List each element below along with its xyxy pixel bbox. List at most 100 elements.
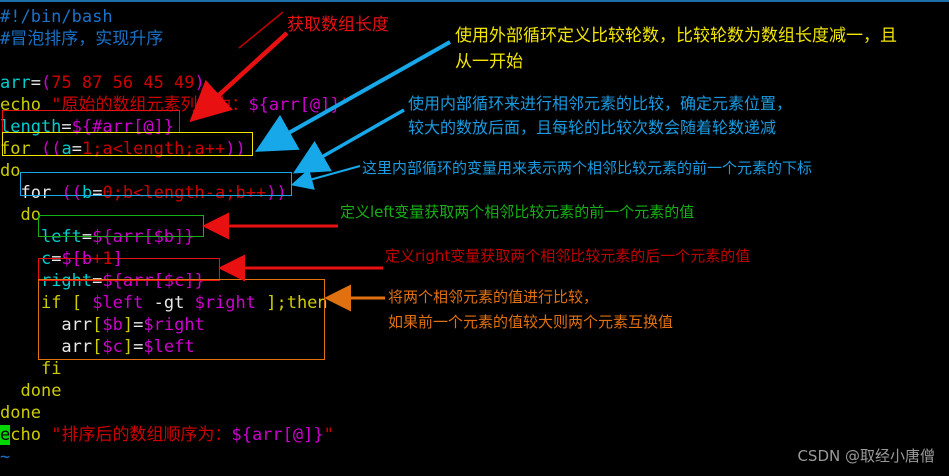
code-token: 0;b<length-a;b++: [102, 183, 267, 203]
code-token: ]: [112, 249, 123, 269]
code-token: $left: [92, 293, 144, 313]
code-token: $right: [143, 315, 205, 335]
code-token: ((: [61, 183, 82, 203]
code-indent: [0, 381, 20, 401]
code-line: arr[$b]=$right: [0, 314, 351, 336]
code-token: =: [92, 183, 103, 203]
annotation-right-var: 定义right变量获取两个相邻比较元素的后一个元素的值: [385, 247, 751, 265]
code-line: if [ $left -gt $right ];then: [0, 292, 351, 314]
code-editor-content[interactable]: #!/bin/bash#冒泡排序，实现升序 arr=(75 87 56 45 4…: [0, 6, 351, 476]
code-line: for ((a=1;a<length;a++)): [0, 138, 351, 160]
annotation-get-array-length: 获取数组长度: [287, 15, 389, 35]
code-token: done: [0, 403, 41, 423]
code-token: ${arr[$c]}: [102, 271, 205, 291]
code-token: [41, 425, 51, 445]
annotation-inner-loop-line1: 使用内部循环来进行相邻元素的比较，确定元素位置，: [408, 94, 793, 113]
code-token: for: [20, 183, 52, 203]
code-line: do: [0, 204, 351, 226]
code-token: =: [92, 271, 103, 291]
annotation-left-var: 定义left变量获取两个相邻比较元素的前一个元素的值: [340, 203, 695, 221]
code-token: (: [40, 73, 52, 93]
code-token: c: [40, 249, 52, 269]
code-token: +1: [92, 249, 113, 269]
code-line: c=$[b+1]: [0, 248, 351, 270]
code-token: do: [0, 161, 21, 181]
code-line: echo "排序后的数组顺序为：${arr[@]}": [0, 424, 351, 446]
code-token: ": [323, 425, 334, 445]
code-indent: [0, 183, 20, 203]
code-indent: [0, 293, 41, 313]
box-inner-for: [20, 172, 292, 196]
code-token: $left: [143, 337, 195, 357]
code-token: 75 87 56 45 49: [51, 73, 195, 93]
code-line: left=${arr[$b]}: [0, 226, 351, 248]
annotation-outer-loop-line2: 从一开始: [455, 52, 523, 72]
code-token: a: [61, 139, 72, 159]
code-token: =: [71, 139, 82, 159]
code-token: for: [0, 139, 31, 159]
code-token: [: [92, 337, 103, 357]
code-line: ~: [0, 446, 351, 468]
code-token: ((: [40, 139, 62, 159]
code-token: =: [133, 337, 144, 357]
code-token: b: [81, 183, 93, 203]
code-token: #冒泡排序，实现升序: [0, 29, 164, 49]
code-token: $right: [194, 293, 256, 313]
code-token: left: [40, 227, 82, 247]
code-line: #冒泡排序，实现升序: [0, 28, 351, 50]
box-outer-for: [2, 132, 253, 156]
window-top-border: [0, 0, 949, 2]
code-line: arr=(75 87 56 45 49): [0, 72, 351, 94]
annotation-outer-loop-line1: 使用外部循环定义比较轮数，比较轮数为数组长度减一，且: [455, 26, 897, 46]
code-token: fi: [40, 359, 62, 379]
code-token: ): [194, 73, 205, 93]
box-if-block: [38, 279, 325, 360]
code-indent: [0, 249, 41, 269]
annotation-compare-line1: 将两个相邻元素的值进行比较，: [388, 288, 599, 306]
box-length: [2, 110, 180, 133]
code-line: done: [0, 402, 351, 424]
code-token: 1;a<length;a++: [81, 139, 226, 159]
code-line: do: [0, 160, 351, 182]
box-right: [38, 258, 220, 281]
annotation-compare-line2: 如果前一个元素的值较大则两个元素互换值: [388, 313, 674, 331]
code-line: [0, 468, 351, 476]
box-left: [38, 215, 204, 237]
code-token: $[b: [61, 249, 93, 269]
code-token: ];then: [266, 293, 328, 313]
code-token: )): [266, 183, 287, 203]
code-token: ${arr[$b]}: [92, 227, 195, 247]
csdn-watermark: CSDN @取经小唐僧: [797, 447, 935, 465]
code-token: cho: [10, 425, 41, 445]
code-token: )): [225, 139, 246, 159]
code-token: -gt: [143, 293, 195, 313]
code-line: arr[$c]=$left: [0, 336, 351, 358]
code-indent: [0, 205, 20, 225]
code-token: arr: [0, 73, 31, 93]
code-token: ": [340, 95, 351, 115]
code-token: [: [92, 315, 103, 335]
code-indent: [0, 271, 41, 291]
code-line: [0, 50, 351, 72]
code-token: [: [71, 293, 82, 313]
text-cursor: e: [0, 425, 11, 445]
code-line: #!/bin/bash: [0, 6, 351, 28]
code-line: done: [0, 380, 351, 402]
code-token: right: [40, 271, 93, 291]
code-token: if: [40, 293, 62, 313]
code-token: #!/bin/bash: [0, 7, 113, 27]
code-token: =: [133, 315, 144, 335]
code-token: ~: [0, 447, 11, 467]
code-token: arr: [61, 315, 93, 335]
code-token: =: [81, 227, 93, 247]
code-line: right=${arr[$c]}: [0, 270, 351, 292]
code-token: ${arr[@]}: [231, 425, 324, 445]
code-line: fi: [0, 358, 351, 380]
code-token: arr: [61, 337, 93, 357]
code-token: ]: [122, 315, 134, 335]
code-line: for ((b=0;b<length-a;b++)): [0, 182, 351, 204]
annotation-inner-var-index: 这里内部循环的变量用来表示两个相邻比较元素的前一个元素的下标: [362, 159, 813, 177]
code-token: =: [30, 73, 41, 93]
code-token: ${arr[@]}: [248, 95, 341, 115]
